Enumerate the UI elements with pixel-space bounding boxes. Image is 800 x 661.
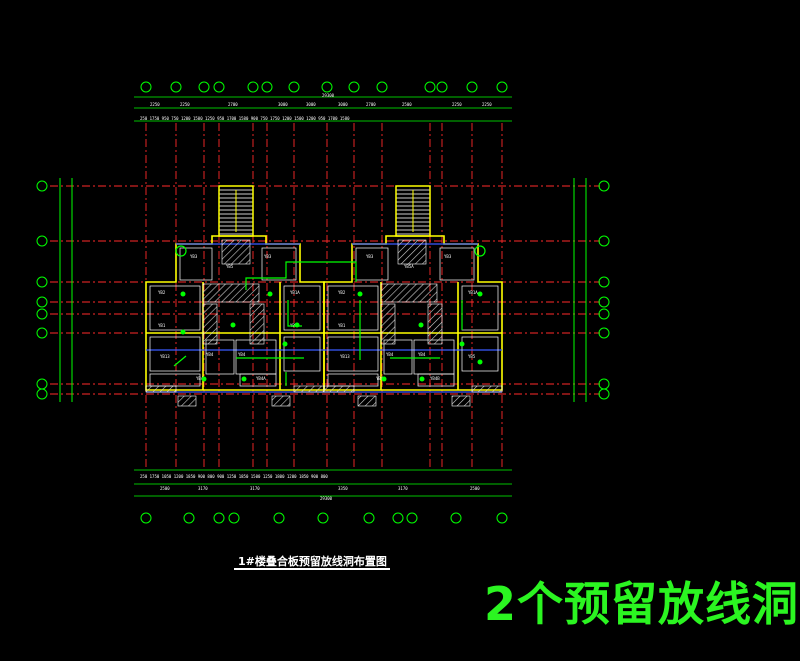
drawing-title-underline [234, 568, 390, 570]
svg-text:3000: 3000 [278, 102, 288, 107]
svg-text:2250: 2250 [180, 102, 190, 107]
svg-text:YB1: YB1 [338, 323, 346, 328]
wall-outline [145, 235, 503, 391]
hatched-zones [145, 239, 503, 407]
svg-text:YB4A: YB4A [256, 376, 266, 381]
svg-text:29300: 29300 [322, 93, 335, 98]
svg-text:YB2: YB2 [338, 290, 346, 295]
svg-text:YB5: YB5 [226, 264, 234, 269]
svg-text:YB13: YB13 [160, 354, 170, 359]
svg-text:250 1750 1050 1200 1850 900 80: 250 1750 1050 1200 1850 900 800 900 1250… [140, 474, 328, 479]
svg-text:2500: 2500 [470, 486, 480, 491]
svg-text:2500: 2500 [160, 486, 170, 491]
svg-text:YB4: YB4 [196, 376, 204, 381]
caption-overlay: 2个预留放线洞 [484, 577, 800, 631]
svg-text:YB4B: YB4B [430, 376, 440, 381]
svg-text:250 1750 950 750 1200 1500 125: 250 1750 950 750 1200 1500 1250 950 1700… [140, 116, 350, 121]
svg-text:2250: 2250 [150, 102, 160, 107]
svg-text:2250: 2250 [452, 102, 462, 107]
top-dimension-lines [134, 96, 512, 122]
svg-text:2700: 2700 [228, 102, 238, 107]
svg-text:YB3: YB3 [444, 254, 452, 259]
side-grid-bubbles [36, 178, 610, 402]
bottom-grid-bubbles [140, 512, 508, 524]
bottom-dimension-lines [134, 469, 512, 497]
svg-text:2500: 2500 [402, 102, 412, 107]
svg-text:2250: 2250 [482, 102, 492, 107]
svg-text:YB3: YB3 [366, 254, 374, 259]
svg-text:YB4: YB4 [206, 352, 214, 357]
svg-text:YB3: YB3 [190, 254, 198, 259]
svg-text:YB4: YB4 [418, 352, 426, 357]
svg-text:YB5: YB5 [468, 354, 476, 359]
drawing-title: 1#楼叠合板预留放线洞布置图 [238, 555, 387, 568]
svg-text:YB4: YB4 [238, 352, 246, 357]
top-dimension-text: 2250 2250 2700 3000 3000 3000 2700 2500 2250 2… [140, 93, 492, 121]
svg-text:3170: 3170 [198, 486, 208, 491]
opening-markers [173, 245, 486, 386]
svg-text:2700: 2700 [366, 102, 376, 107]
svg-text:YB4: YB4 [376, 376, 384, 381]
svg-text:YB5A: YB5A [404, 264, 414, 269]
svg-text:YB1A: YB1A [290, 290, 300, 295]
vertical-axes [145, 123, 503, 470]
top-grid-bubbles [140, 81, 508, 93]
svg-text:3000: 3000 [338, 102, 348, 107]
svg-text:YB3: YB3 [264, 254, 272, 259]
horizontal-axes [50, 185, 600, 395]
svg-text:YB2: YB2 [158, 290, 166, 295]
opening-dots [180, 291, 483, 382]
svg-text:YB1: YB1 [158, 323, 166, 328]
svg-text:29300: 29300 [320, 496, 333, 501]
svg-text:YB13: YB13 [340, 354, 350, 359]
svg-text:YB4: YB4 [386, 352, 394, 357]
stair-cores [218, 185, 431, 237]
bottom-dimension-text: 250 1750 1050 1200 1850 900 800 900 1250… [140, 474, 480, 501]
svg-text:3170: 3170 [398, 486, 408, 491]
svg-text:3350: 3350 [338, 486, 348, 491]
svg-text:3170: 3170 [250, 486, 260, 491]
svg-text:3000: 3000 [306, 102, 316, 107]
svg-text:YB1A: YB1A [468, 290, 478, 295]
